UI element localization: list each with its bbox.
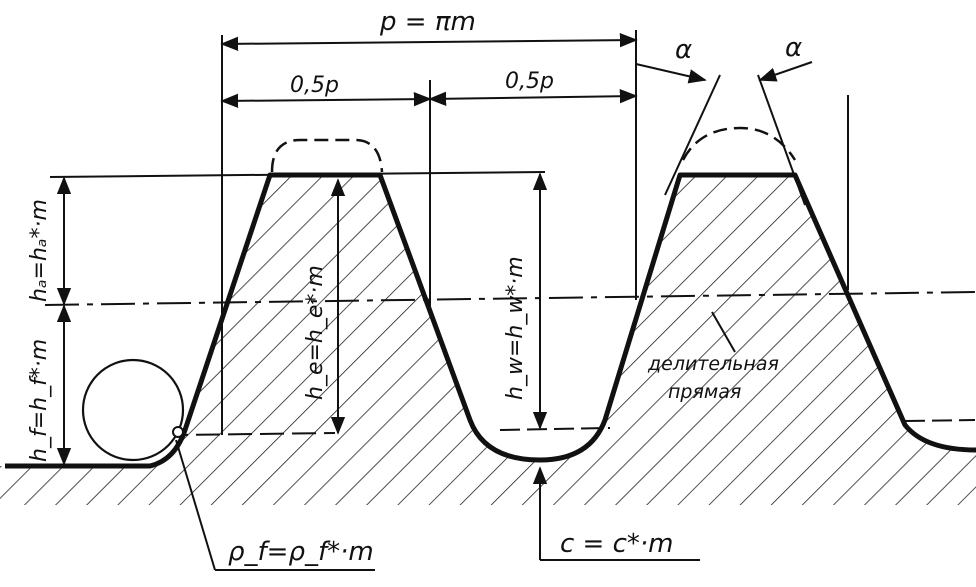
leader-pitch-label	[711, 311, 736, 353]
dim-alpha-right	[758, 61, 813, 82]
fillet-point	[172, 426, 184, 438]
tooth-profile	[5, 172, 976, 469]
label-half-pitch-left: 0,5p	[290, 73, 339, 98]
tip-arc-2	[681, 126, 797, 161]
label-dedendum: h_f=h_f*·m	[27, 339, 52, 462]
label-alpha-right: α	[785, 33, 802, 63]
dim-pitch	[220, 32, 638, 52]
dim-half-left	[220, 91, 432, 109]
dim-alpha-left	[635, 63, 707, 84]
label-working-height: h_e=h_e*·m	[303, 265, 328, 400]
leader-rho	[175, 439, 216, 571]
label-pitch: p = πm	[379, 7, 476, 37]
alpha-line-left	[664, 74, 721, 196]
root-line	[499, 427, 611, 431]
root-line-right	[904, 419, 976, 422]
alpha-line-right	[757, 74, 806, 206]
fillet-circle	[81, 358, 185, 462]
label-half-pitch-right: 0,5p	[505, 69, 554, 94]
label-pitch-line-1: делительная	[647, 353, 779, 375]
label-whole-depth: h_w=h_w*·m	[503, 256, 528, 400]
label-fillet-radius: ρ_f=ρ_f*·m	[228, 537, 374, 567]
label-clearance: c = c*·m	[560, 529, 674, 559]
pitch-line	[44, 291, 976, 306]
tip-arc-1	[270, 138, 384, 173]
label-pitch-line-2: прямая	[668, 381, 741, 403]
label-alpha-left: α	[675, 35, 692, 65]
label-addendum: hₐ=hₐ*·m	[27, 199, 52, 302]
addendum-line	[49, 171, 546, 178]
dim-half-right	[428, 89, 638, 106]
